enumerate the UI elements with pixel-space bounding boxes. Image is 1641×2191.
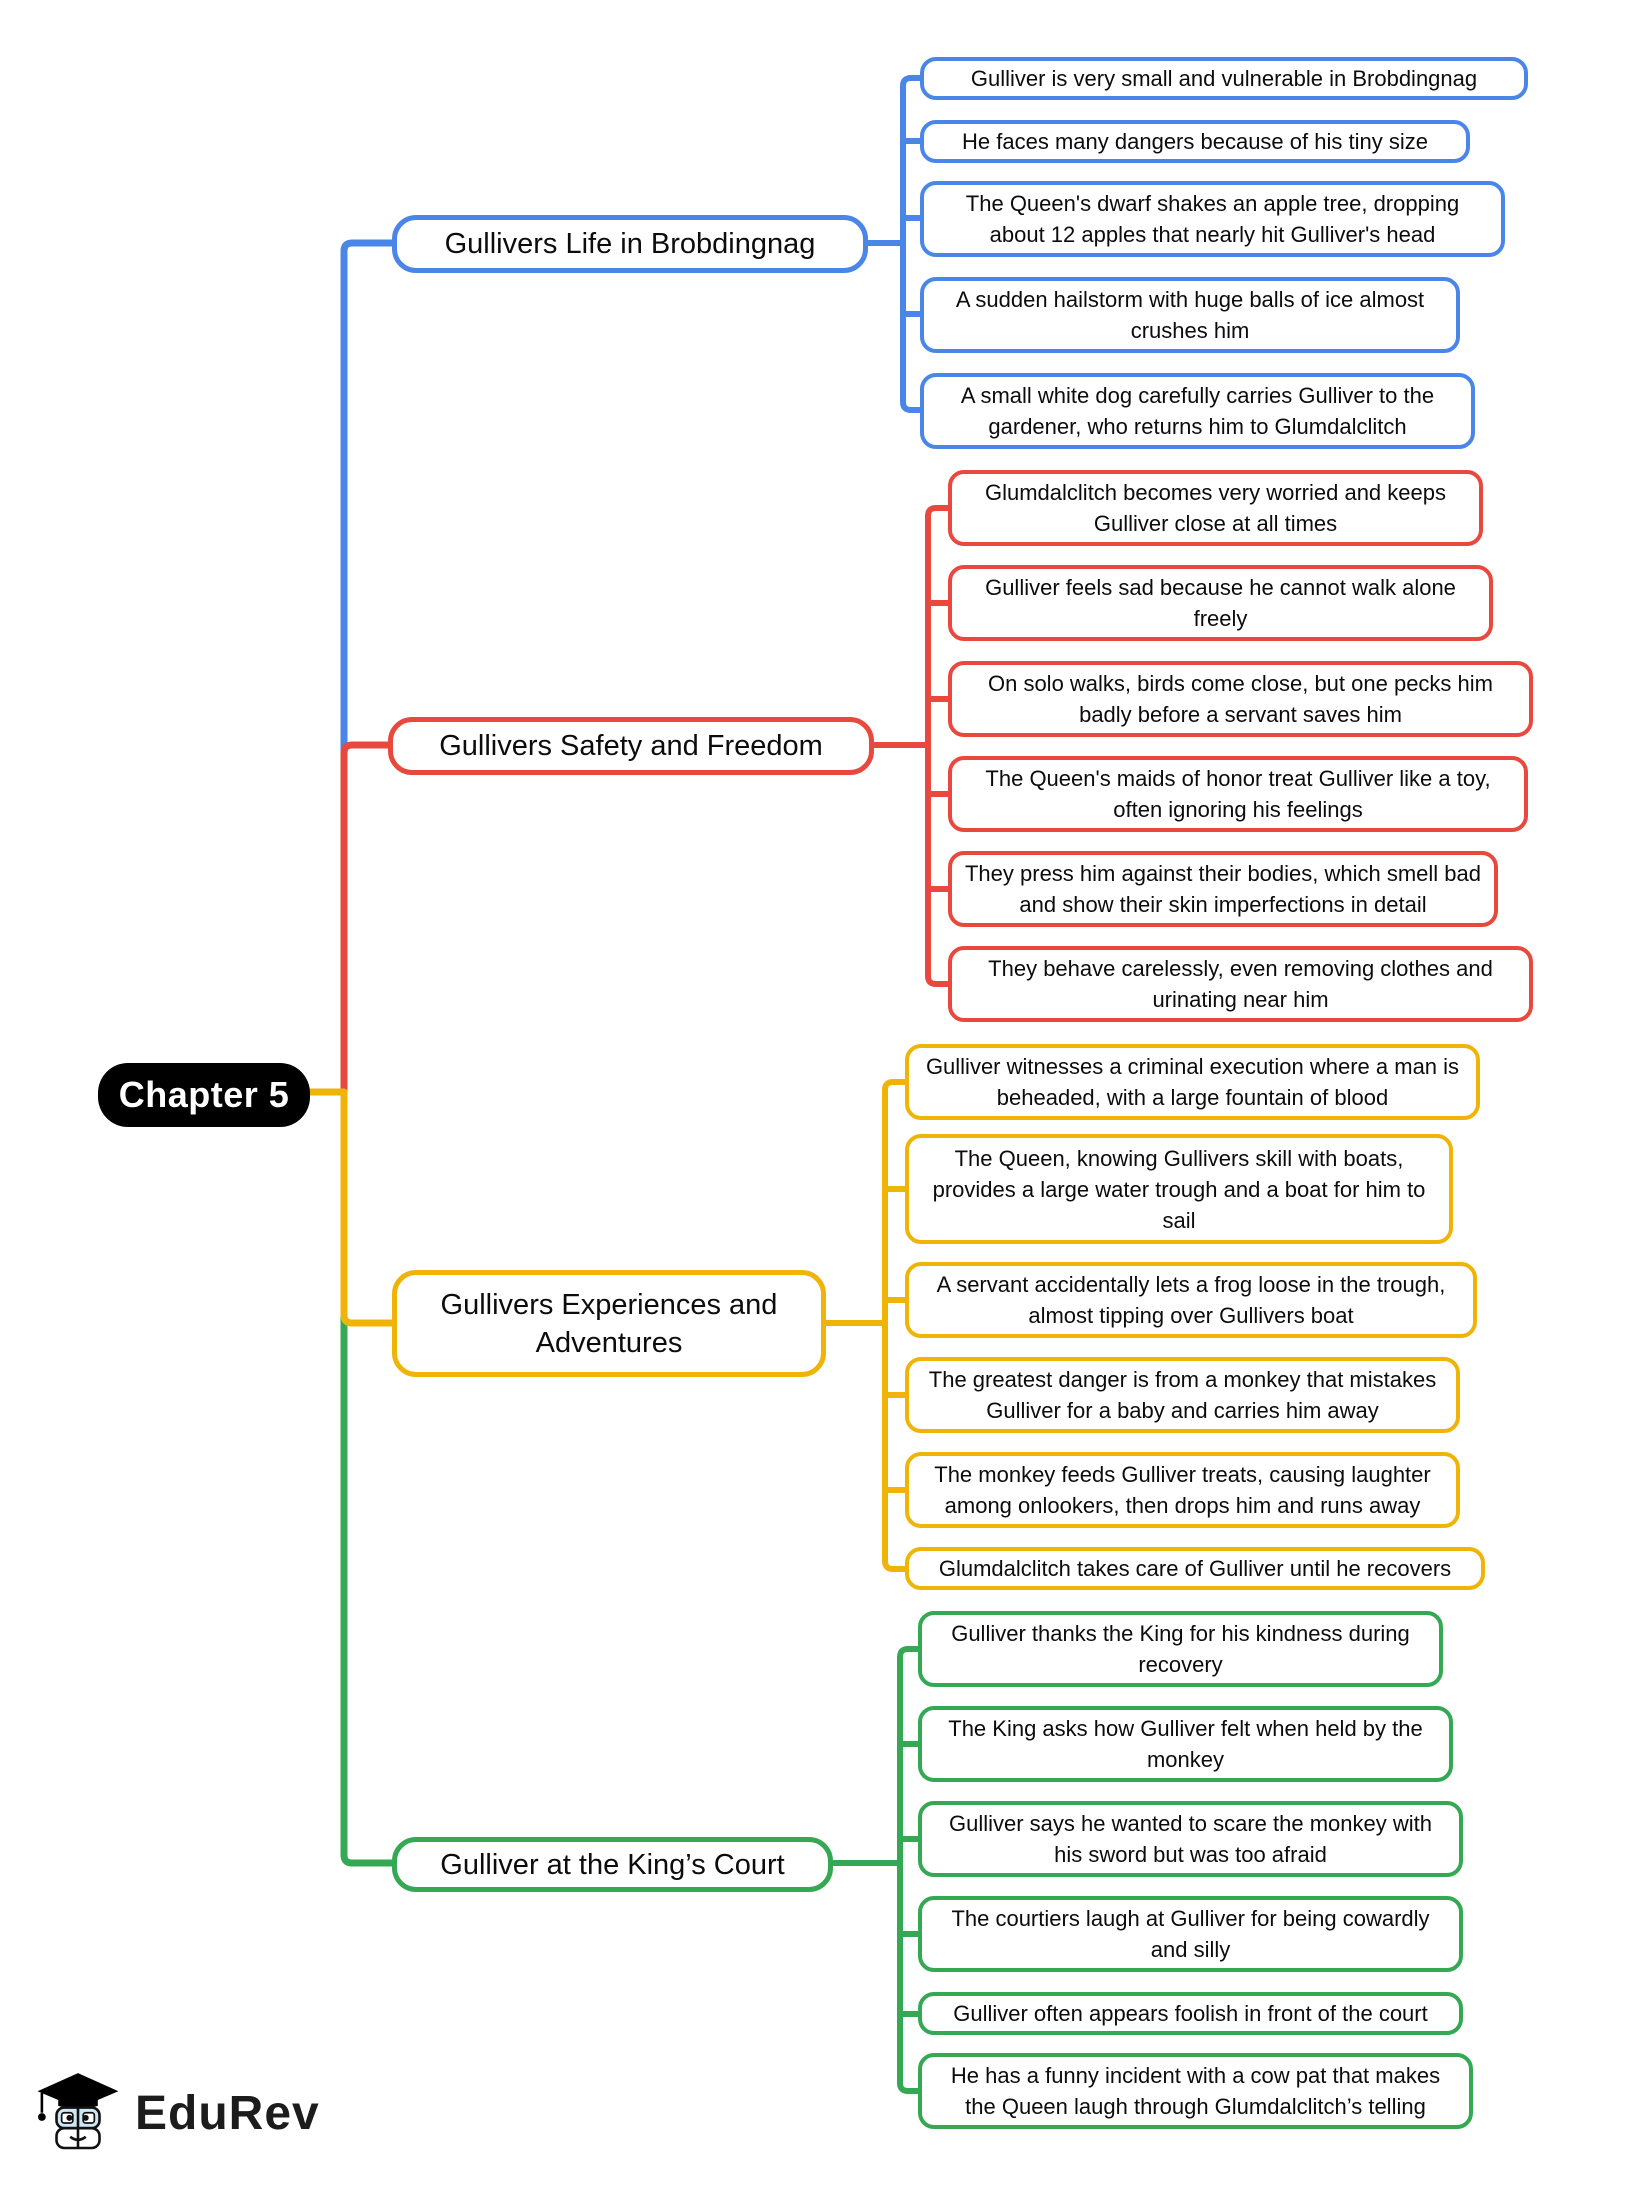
leaf-node: He faces many dangers because of his tin… xyxy=(920,120,1470,163)
leaf-node: Gulliver feels sad because he cannot wal… xyxy=(948,565,1493,641)
connector-green-fan xyxy=(833,1646,918,2094)
edurev-logo-icon xyxy=(35,2068,121,2159)
branch-title-life-in-brobdingnag: Gullivers Life in Brobdingnag xyxy=(392,215,868,273)
leaf-node: The courtiers laugh at Gulliver for bein… xyxy=(918,1896,1463,1972)
connector-blue-trunk xyxy=(340,239,392,1092)
connector-red-trunk xyxy=(340,741,389,1092)
leaf-node: The Queen's maids of honor treat Gullive… xyxy=(948,756,1528,832)
leaf-node: The Queen, knowing Gullivers skill with … xyxy=(905,1134,1453,1244)
leaf-node: He has a funny incident with a cow pat t… xyxy=(918,2053,1473,2129)
leaf-node: Gulliver often appears foolish in front … xyxy=(918,1992,1463,2035)
connector-yellow-fan xyxy=(826,1079,905,1572)
root-node-chapter: Chapter 5 xyxy=(98,1063,310,1127)
leaf-node: Glumdalclitch becomes very worried and k… xyxy=(948,470,1483,546)
edurev-logo-text: EduRev xyxy=(135,2087,320,2140)
leaf-node: Gulliver thanks the King for his kindnes… xyxy=(918,1611,1443,1687)
edurev-logo: EduRev xyxy=(35,2068,320,2159)
branch-title-kings-court: Gulliver at the King’s Court xyxy=(392,1837,833,1892)
leaf-node: The greatest danger is from a monkey tha… xyxy=(905,1357,1460,1433)
leaf-node: Glumdalclitch takes care of Gulliver unt… xyxy=(905,1547,1485,1590)
leaf-node: They press him against their bodies, whi… xyxy=(948,851,1498,927)
leaf-node: A small white dog carefully carries Gull… xyxy=(920,373,1475,449)
leaf-node: On solo walks, birds come close, but one… xyxy=(948,661,1533,737)
leaf-node: The monkey feeds Gulliver treats, causin… xyxy=(905,1452,1460,1528)
leaf-node: A sudden hailstorm with huge balls of ic… xyxy=(920,277,1460,353)
leaf-node: Gulliver says he wanted to scare the mon… xyxy=(918,1801,1463,1877)
branch-title-experiences-and-adventures: Gullivers Experiences and Adventures xyxy=(392,1270,826,1377)
connector-green-trunk xyxy=(340,1092,392,1867)
leaf-node: Gulliver witnesses a criminal execution … xyxy=(905,1044,1480,1120)
connector-yellow-trunk xyxy=(308,1088,392,1327)
leaf-node: They behave carelessly, even removing cl… xyxy=(948,946,1533,1022)
leaf-node: The King asks how Gulliver felt when hel… xyxy=(918,1706,1453,1782)
connector-blue-fan xyxy=(868,75,920,413)
leaf-node: The Queen's dwarf shakes an apple tree, … xyxy=(920,181,1505,257)
connector-red-fan xyxy=(874,505,948,987)
leaf-node: A servant accidentally lets a frog loose… xyxy=(905,1262,1477,1338)
branch-title-safety-and-freedom: Gullivers Safety and Freedom xyxy=(388,717,874,775)
leaf-node: Gulliver is very small and vulnerable in… xyxy=(920,57,1528,100)
